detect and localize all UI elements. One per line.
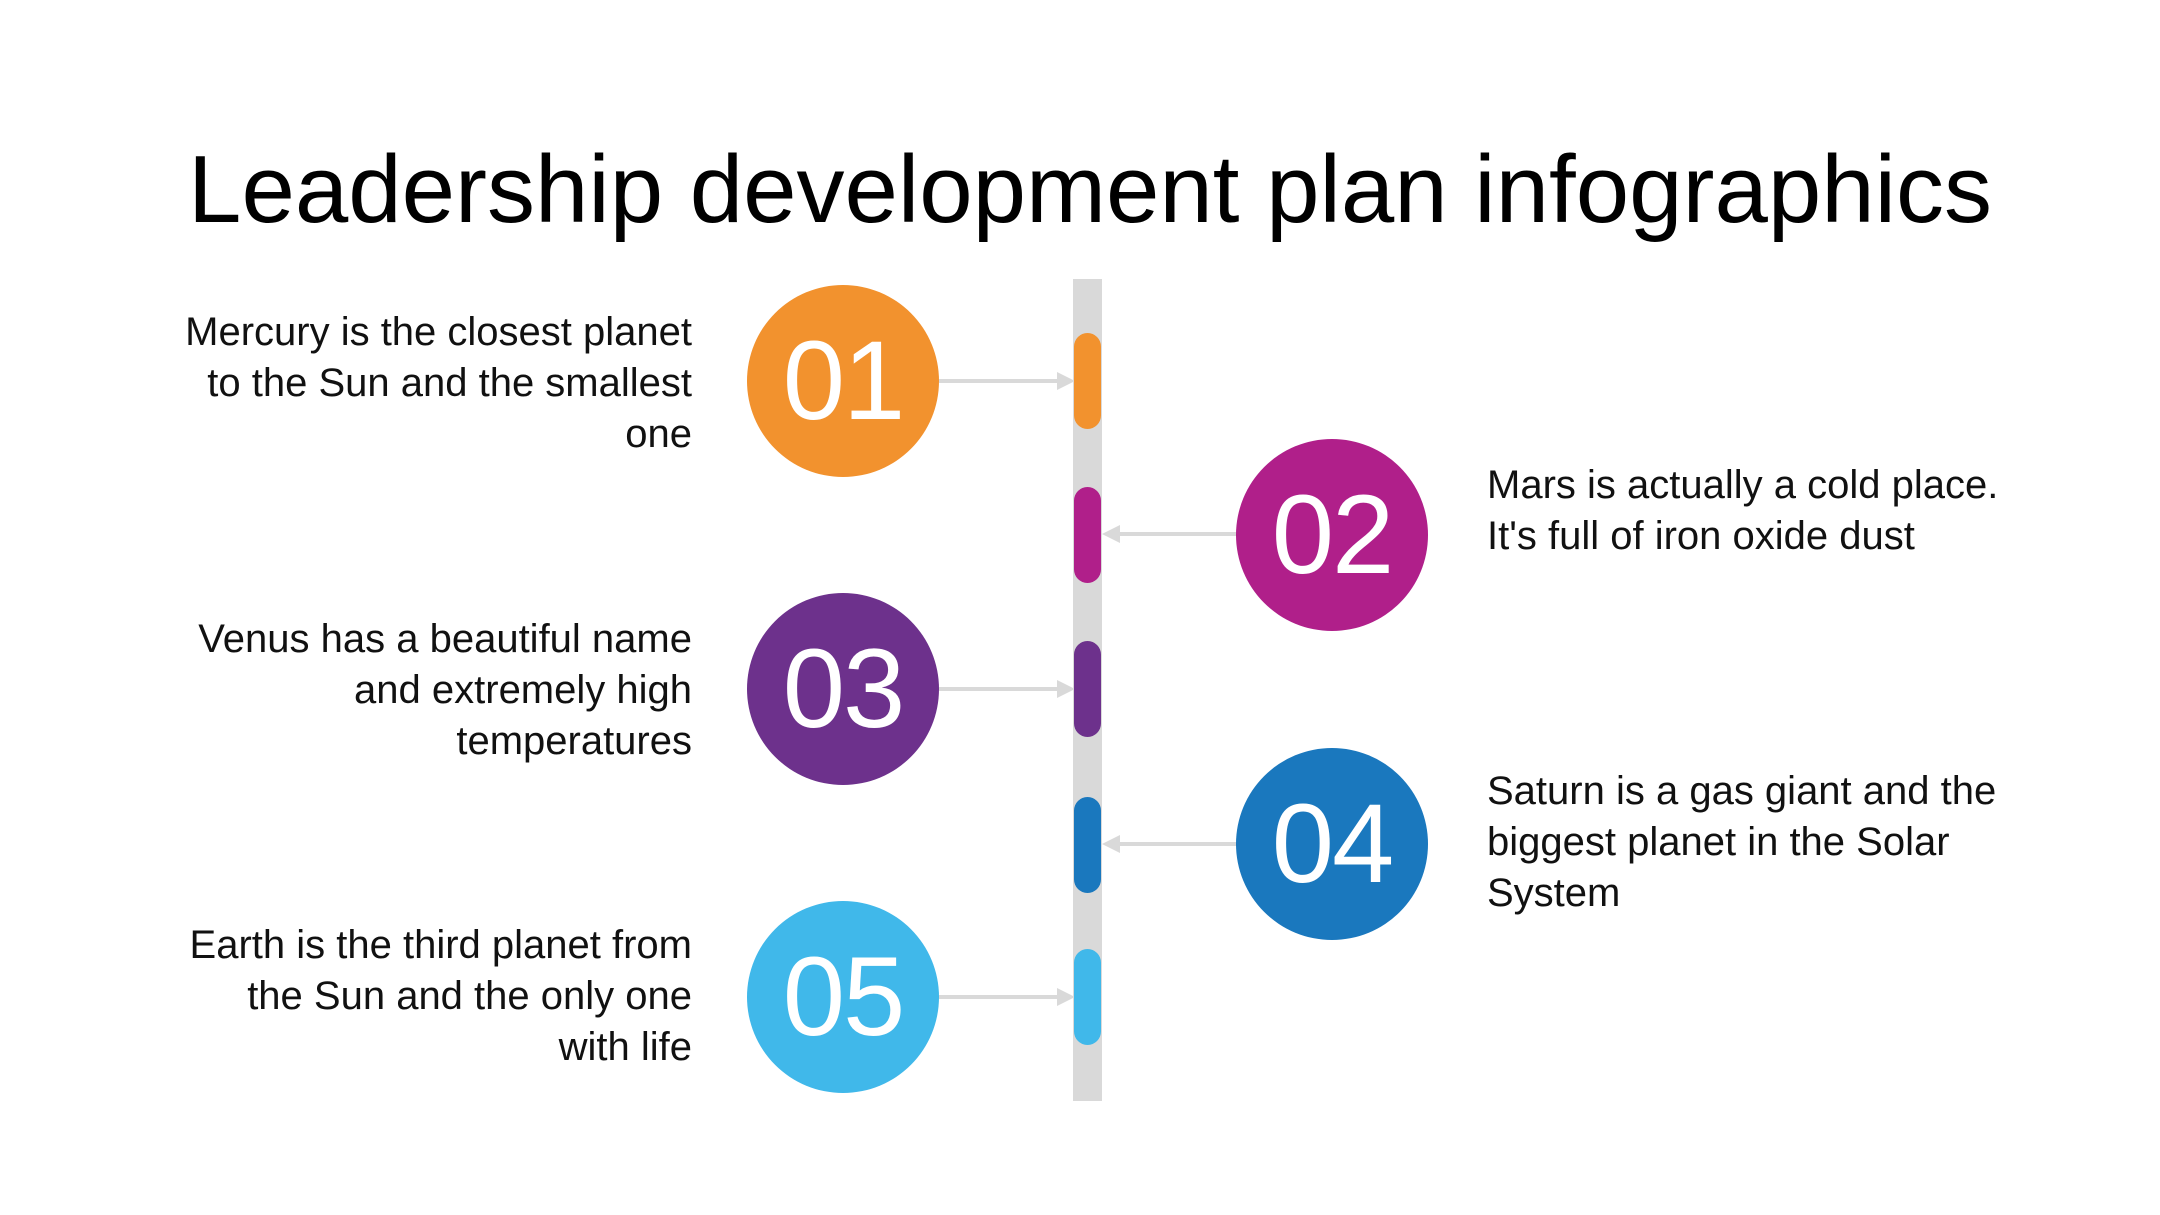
step-01-description: Mercury is the closest planet to the Sun… — [185, 310, 692, 456]
step-05-connector — [939, 995, 1065, 999]
step-04-circle: 04 — [1236, 748, 1428, 940]
step-04-marker — [1074, 797, 1101, 893]
page-title: Leadership development plan infographics — [188, 136, 1992, 243]
step-03-connector — [939, 687, 1065, 691]
step-04-arrow-icon — [1102, 835, 1120, 853]
step-05-marker — [1074, 949, 1101, 1045]
step-01-circle: 01 — [747, 285, 939, 477]
step-05-arrow-icon — [1057, 988, 1075, 1006]
step-04-description: Saturn is a gas giant and the biggest pl… — [1487, 769, 1997, 915]
step-03-circle: 03 — [747, 593, 939, 785]
step-03-description: Venus has a beautiful name and extremely… — [198, 617, 692, 763]
step-05-description: Earth is the third planet from the Sun a… — [189, 923, 692, 1069]
step-02-marker — [1074, 487, 1101, 583]
step-02-circle: 02 — [1236, 439, 1428, 631]
step-01-arrow-icon — [1057, 372, 1075, 390]
step-01-marker — [1074, 333, 1101, 429]
step-03-marker — [1074, 641, 1101, 737]
step-03-arrow-icon — [1057, 680, 1075, 698]
step-01-connector — [939, 379, 1065, 383]
step-02-connector — [1116, 532, 1240, 536]
step-02-description: Mars is actually a cold place. It's full… — [1487, 463, 1999, 558]
step-04-connector — [1116, 842, 1240, 846]
step-02-arrow-icon — [1102, 525, 1120, 543]
step-05-circle: 05 — [747, 901, 939, 1093]
